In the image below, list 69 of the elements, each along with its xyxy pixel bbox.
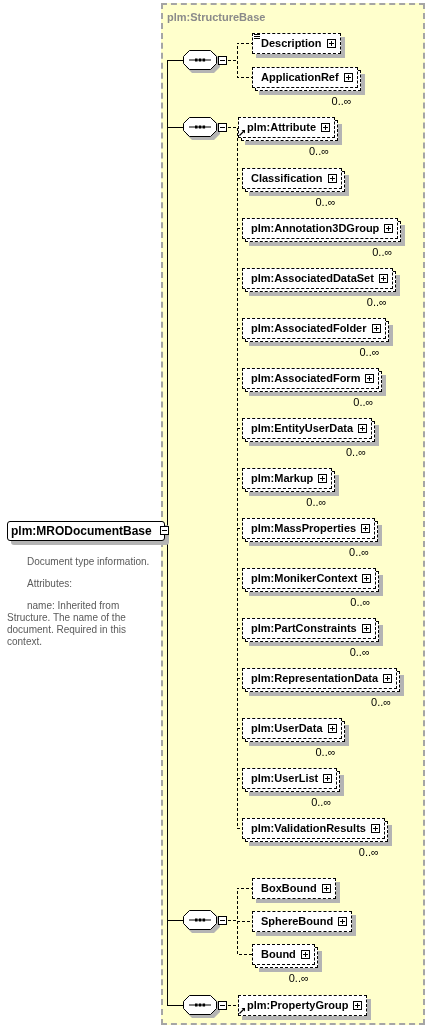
element-name: plm:UserList xyxy=(251,773,319,784)
element-box xyxy=(242,418,380,446)
annotation-text: name: Inherited from Structure. The name of the document. Required in this context. xyxy=(7,600,127,648)
element-box xyxy=(242,718,349,746)
connector-line xyxy=(227,1004,239,1006)
multiplicity-label: 0..∞ xyxy=(315,746,337,758)
multiplicity-label: 0..∞ xyxy=(349,546,371,558)
connector-line xyxy=(227,59,253,78)
annotation-text: Attributes: xyxy=(27,578,74,590)
element-name: Bound xyxy=(261,949,296,960)
element-name: plm:EntityUserData xyxy=(251,423,354,434)
element-box xyxy=(242,668,405,696)
element-box xyxy=(252,944,322,972)
multiplicity-label: 0..∞ xyxy=(315,196,337,208)
element-name: plm:PropertyGroup xyxy=(247,1000,349,1011)
element-box xyxy=(242,368,387,396)
element-name: Description xyxy=(261,38,322,49)
element-name: plm:Annotation3DGroup xyxy=(251,223,380,234)
element-name: plm:MassProperties xyxy=(251,523,357,534)
element-name: ApplicationRef xyxy=(261,72,339,83)
element-name: plm:PartConstraints xyxy=(251,623,357,634)
multiplicity-label: 0..∞ xyxy=(371,696,393,708)
element-name: plm:RepresentationData xyxy=(251,673,379,684)
element-box xyxy=(252,878,340,903)
element-box xyxy=(252,911,357,936)
element-box xyxy=(252,67,365,95)
element-box xyxy=(252,33,345,58)
element-name: plm:AssociatedForm xyxy=(251,373,361,384)
element-box xyxy=(242,318,393,346)
element-box xyxy=(7,521,169,545)
connector-line xyxy=(227,919,253,955)
element-box xyxy=(242,218,406,246)
type-container xyxy=(161,3,425,1025)
multiplicity-label: 0..∞ xyxy=(308,145,331,157)
element-name: plm:Markup xyxy=(251,473,314,484)
element-box xyxy=(242,518,383,546)
element-box xyxy=(242,268,400,296)
element-box xyxy=(242,818,392,846)
element-name: plm:MonikerContext xyxy=(251,573,358,584)
element-name: plm:AssociatedFolder xyxy=(251,323,367,334)
container-title: plm:StructureBase xyxy=(167,12,266,23)
element-box xyxy=(242,618,383,646)
multiplicity-label: 0..∞ xyxy=(306,496,328,508)
annotation-text: Document type information. xyxy=(27,556,151,568)
element-box xyxy=(238,117,343,145)
multiplicity-label: 0..∞ xyxy=(358,846,380,858)
element-box xyxy=(242,568,384,596)
multiplicity-label: 0..∞ xyxy=(331,95,353,107)
multiplicity-label: 0..∞ xyxy=(359,346,381,358)
element-name: plm:UserData xyxy=(251,723,323,734)
element-box xyxy=(242,168,349,196)
multiplicity-label: 0..∞ xyxy=(349,646,371,658)
element-box xyxy=(242,468,340,496)
element-name: Classification xyxy=(251,173,323,184)
multiplicity-label: 0..∞ xyxy=(366,296,388,308)
multiplicity-label: 0..∞ xyxy=(288,972,310,984)
multiplicity-label: 0..∞ xyxy=(346,446,368,458)
element-name: plm:MRODocumentBase xyxy=(11,525,152,537)
element-name: plm:AssociatedDataSet xyxy=(251,273,374,284)
multiplicity-label: 0..∞ xyxy=(372,246,394,258)
multiplicity-label: 0..∞ xyxy=(311,796,333,808)
multiplicity-label: 0..∞ xyxy=(353,396,375,408)
multiplicity-label: 0..∞ xyxy=(350,596,372,608)
element-name: SphereBound xyxy=(261,916,334,927)
element-name: plm:ValidationResults xyxy=(251,823,366,834)
element-name: BoxBound xyxy=(261,883,317,894)
element-name: plm:Attribute xyxy=(247,122,317,133)
element-box xyxy=(242,768,345,796)
element-box xyxy=(238,995,372,1020)
